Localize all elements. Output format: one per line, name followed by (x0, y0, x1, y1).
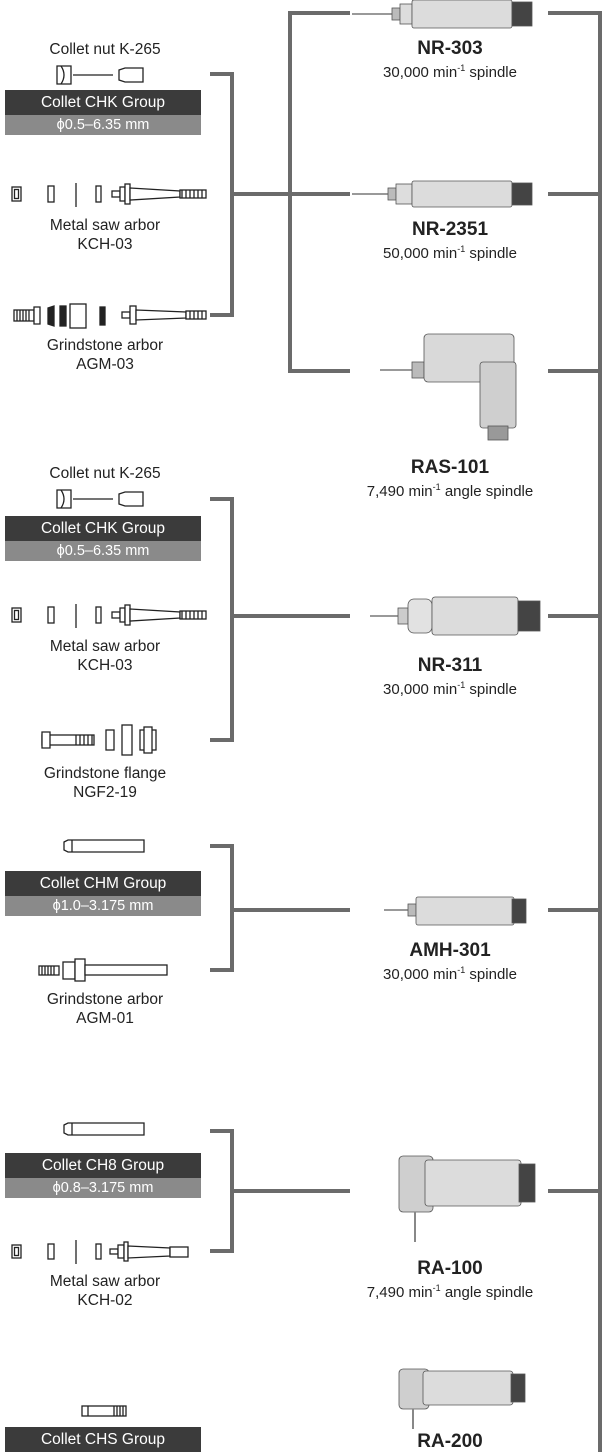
group-title: Collet CHK Group (5, 516, 201, 541)
group-title: Collet CHS Group (5, 1427, 201, 1452)
collet-icon (81, 1405, 127, 1417)
product-nr-2351: NR-2351 50,000 min-1 spindle (383, 219, 517, 262)
metal-saw-arbor-icon (11, 183, 207, 207)
product-ra-200: RA-200 (417, 1431, 483, 1452)
collet-icon (63, 839, 145, 853)
spindle-nr-303-image (352, 0, 533, 29)
grindstone-arbor-icon (13, 303, 207, 329)
grindstone-arbor-icon (38, 958, 168, 982)
metal-saw-arbor-icon (11, 1240, 189, 1264)
arbor-label: Grindstone arbor AGM-03 (46, 337, 164, 373)
group-title: Collet CHK Group (5, 90, 201, 115)
arbor-label: Metal saw arbor KCH-03 (49, 638, 161, 674)
collet-group-panel: Collet CHK Group ϕ0.5–6.35 mm (5, 90, 201, 135)
collet-nut-icon (56, 65, 144, 85)
collet-nut-label: Collet nut K-265 (49, 465, 161, 482)
spindle-nr-2351-image (352, 180, 533, 208)
bracket-group-3 (210, 844, 234, 972)
product-nr-311: NR-311 30,000 min-1 spindle (383, 655, 517, 698)
right-rail (548, 11, 602, 1452)
product-nr-303: NR-303 30,000 min-1 spindle (383, 38, 517, 81)
bracket-group-2 (210, 497, 234, 742)
bracket-group-4 (210, 1129, 234, 1253)
product-amh-301: AMH-301 30,000 min-1 spindle (383, 940, 517, 983)
collet-group-panel: Collet CHK Group ϕ0.5–6.35 mm (5, 516, 201, 561)
grindstone-flange-icon (41, 724, 157, 756)
bracket-group-1 (210, 72, 234, 317)
group-range: ϕ0.5–6.35 mm (5, 115, 201, 135)
group-range: ϕ1.0–3.175 mm (5, 896, 201, 916)
spindle-nr-311-image (370, 596, 541, 636)
group-title: Collet CHM Group (5, 871, 201, 896)
collet-group-panel: Collet CHM Group ϕ1.0–3.175 mm (5, 871, 201, 916)
collet-nut-label: Collet nut K-265 (49, 41, 161, 58)
collet-group-panel: Collet CH8 Group ϕ0.8–3.175 mm (5, 1153, 201, 1198)
arbor-label: Metal saw arbor KCH-03 (49, 217, 161, 253)
product-ras-101: RAS-101 7,490 min-1 angle spindle (366, 457, 534, 500)
arbor-label: Metal saw arbor KCH-02 (49, 1273, 161, 1309)
spindle-amh-301-image (384, 896, 527, 926)
collet-group-panel: Collet CHS Group (5, 1427, 201, 1452)
collet-nut-icon (56, 489, 144, 509)
group-range: ϕ0.5–6.35 mm (5, 541, 201, 561)
group-range: ϕ0.8–3.175 mm (5, 1178, 201, 1198)
arbor-label: Grindstone flange NGF2-19 (43, 765, 167, 801)
arbor-label: Grindstone arbor AGM-01 (46, 991, 164, 1027)
group-title: Collet CH8 Group (5, 1153, 201, 1178)
collet-icon (63, 1122, 145, 1136)
spindle-ra-200-image (398, 1368, 526, 1429)
product-ra-100: RA-100 7,490 min-1 angle spindle (366, 1258, 534, 1301)
metal-saw-arbor-icon (11, 604, 207, 628)
spindle-ras-101-image (380, 333, 517, 441)
spindle-ra-100-image (398, 1155, 536, 1242)
